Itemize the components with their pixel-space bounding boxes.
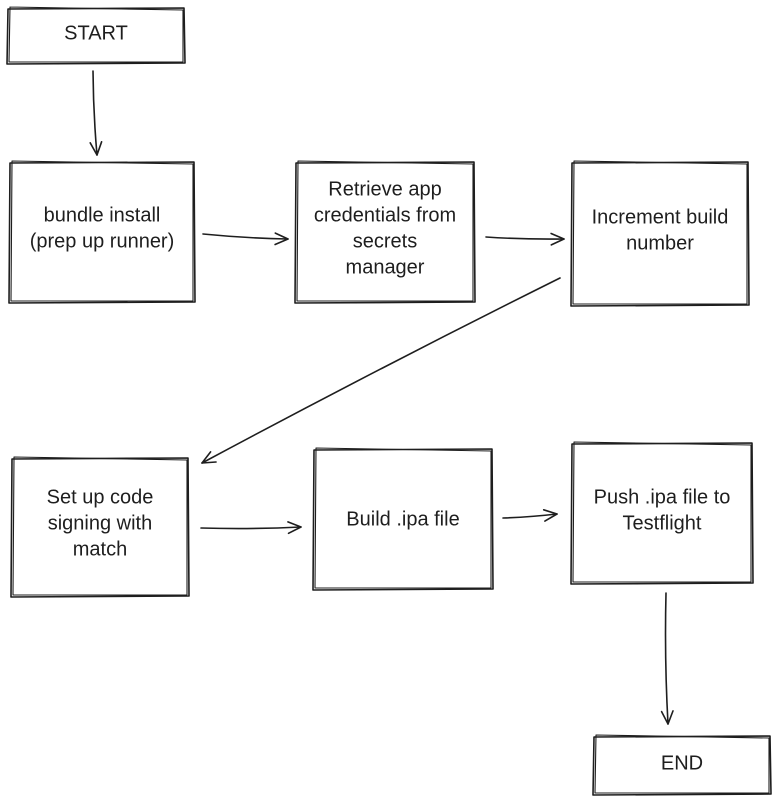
arrow-head-icon — [287, 521, 302, 535]
edge-codesign-build — [200, 521, 302, 535]
node-border — [294, 161, 476, 304]
node-label: Push .ipa file to — [594, 486, 731, 508]
node-end: END — [592, 734, 772, 796]
node-label: match — [73, 538, 127, 560]
node-border-sketch — [314, 447, 492, 589]
arrow-head-icon — [542, 509, 558, 522]
node-border-sketch — [10, 160, 194, 302]
arrow-shaft — [202, 233, 289, 240]
edge-start-bundle — [89, 70, 103, 156]
node-border-sketch — [8, 6, 184, 63]
arrow-head-icon — [550, 232, 565, 246]
node-border-sketch — [572, 160, 748, 305]
arrow-shaft — [201, 277, 561, 464]
arrow-head-icon — [89, 141, 103, 156]
node-label: (prep up runner) — [30, 230, 175, 252]
node-start: START — [6, 6, 186, 65]
node-push: Push .ipa file to Testflight — [570, 441, 754, 585]
node-label: Testflight — [623, 512, 702, 534]
node-label: START — [64, 22, 128, 44]
node-label: manager — [346, 256, 425, 278]
node-label: Set up code — [47, 486, 154, 508]
node-label: END — [661, 752, 703, 774]
node-bundle: bundle install (prep up runner) — [8, 160, 196, 304]
edge-build-push — [502, 509, 558, 522]
arrow-head-icon — [660, 710, 674, 725]
node-label: Retrieve app — [328, 178, 441, 200]
nodes-layer: START bundle install (prep up runner) Retri… — [6, 6, 772, 796]
edge-retrieve-increment — [485, 232, 565, 246]
node-border — [8, 161, 196, 304]
node-border-sketch — [12, 456, 188, 596]
node-border — [570, 442, 754, 585]
node-border — [570, 161, 750, 307]
arrow-head-icon — [274, 232, 289, 246]
node-border — [312, 448, 494, 591]
node-retrieve: Retrieve app credentials from secrets manag… — [294, 160, 476, 304]
arrow-head-icon — [201, 451, 217, 464]
arrow-shaft — [485, 236, 565, 240]
node-increment: Increment build number — [570, 160, 750, 307]
node-label: Increment build — [592, 206, 729, 228]
node-border-sketch — [572, 441, 752, 583]
edge-bundle-retrieve — [202, 232, 289, 246]
arrow-shaft — [200, 526, 302, 530]
node-border-sketch — [594, 734, 770, 794]
node-border — [10, 457, 190, 598]
node-label: signing with — [48, 512, 153, 534]
node-label: credentials from — [314, 204, 456, 226]
node-label: number — [626, 232, 694, 254]
edges-layer — [89, 70, 674, 725]
node-build: Build .ipa file — [312, 447, 494, 591]
node-label: bundle install — [44, 204, 161, 226]
edge-push-end — [660, 592, 674, 725]
node-label: Build .ipa file — [346, 508, 459, 530]
node-border — [592, 735, 772, 796]
arrow-shaft — [502, 513, 558, 519]
edge-increment-codesign — [201, 277, 561, 464]
node-codesign: Set up code signing with match — [10, 456, 190, 598]
node-label: secrets — [353, 230, 417, 252]
node-border-sketch — [296, 160, 474, 302]
arrow-shaft — [664, 592, 669, 725]
arrow-shaft — [92, 70, 98, 156]
node-border — [6, 7, 186, 65]
